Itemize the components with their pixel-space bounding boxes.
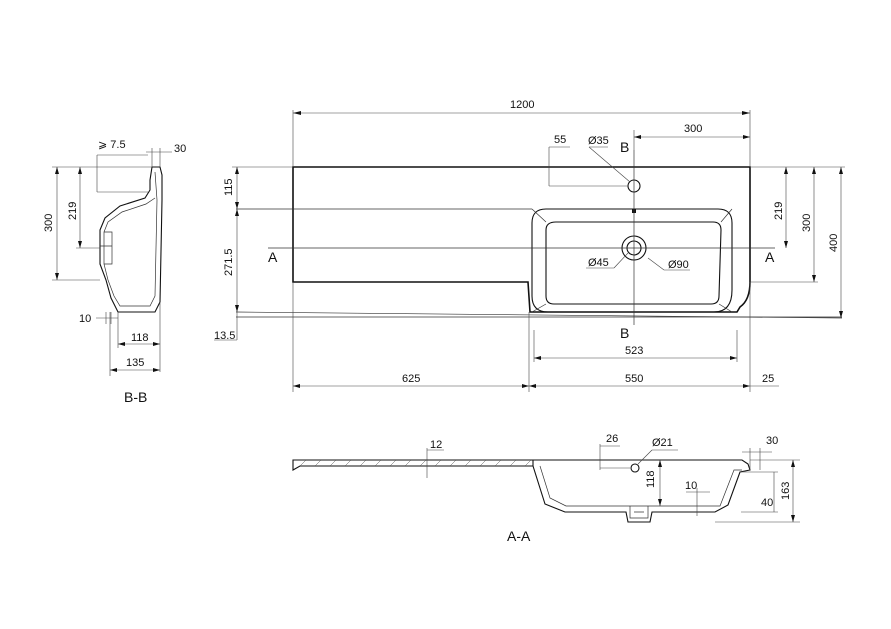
aa-hatch [299, 459, 532, 467]
aa-title: A-A [507, 528, 531, 544]
bb-dim-10: 10 [79, 313, 91, 325]
dim-right-vertical: 219 300 400 [750, 166, 845, 318]
bb-dim-30: 30 [174, 143, 186, 155]
svg-text:13.5: 13.5 [214, 330, 235, 342]
aa-dim-40: 40 [761, 497, 773, 509]
section-bb-view: 300 219 ⩾ 7.5 30 10 118 135 B-B [43, 139, 186, 405]
svg-text:55: 55 [554, 134, 566, 146]
svg-text:1200: 1200 [510, 99, 534, 111]
basin-bevel [531, 208, 733, 313]
svg-text:Ø90: Ø90 [668, 259, 689, 271]
bb-dim-219: 219 [67, 202, 79, 220]
aa-counter [292, 459, 534, 471]
dim-drain: Ø45 Ø90 [586, 252, 690, 271]
basin-inner [545, 221, 722, 305]
aa-drain [629, 506, 649, 519]
aa-basin-inner [539, 465, 742, 507]
section-aa-view: 12 26 Ø21 118 10 30 163 40 A-A [292, 433, 800, 544]
svg-text:625: 625 [402, 373, 420, 385]
svg-text:115: 115 [223, 178, 235, 196]
aa-dim-30: 30 [766, 435, 778, 447]
svg-text:300: 300 [684, 123, 702, 135]
bb-slope: ⩾ 7.5 [98, 139, 126, 151]
countertop-outline [292, 166, 751, 313]
aa-dim-21: Ø21 [652, 437, 673, 449]
section-b-top-label: B [620, 139, 629, 155]
bb-dim-118: 118 [131, 332, 149, 344]
section-a-right-label: A [765, 249, 775, 265]
bb-title: B-B [124, 389, 147, 405]
dim-300-tap: 300 [633, 123, 750, 150]
svg-text:Ø35: Ø35 [588, 135, 609, 147]
bb-profile-outer [99, 166, 163, 313]
svg-text:300: 300 [801, 214, 813, 232]
dim-left-vertical: 115 271.5 13.5 [214, 166, 293, 342]
dim-55: 55 [548, 134, 628, 187]
svg-text:25: 25 [762, 373, 774, 385]
dim-tap-hole: Ø35 [588, 135, 631, 183]
bb-dim-135: 135 [126, 357, 144, 369]
section-a-left-label: A [268, 249, 278, 265]
svg-text:523: 523 [625, 345, 643, 357]
aa-dim-10: 10 [685, 480, 697, 492]
aa-tap-hole [630, 463, 640, 473]
aa-dim-163: 163 [780, 482, 792, 500]
section-b-bottom-label: B [620, 325, 629, 341]
svg-text:219: 219 [773, 202, 785, 220]
bb-profile-inner [103, 171, 158, 307]
bb-drain-detail [100, 231, 113, 265]
aa-dim-118: 118 [645, 470, 657, 488]
svg-text:271.5: 271.5 [223, 248, 235, 276]
svg-text:550: 550 [625, 373, 643, 385]
dim-bottom-chain: 625 550 25 [292, 282, 779, 392]
svg-text:400: 400 [828, 234, 840, 252]
dim-523: 523 [533, 330, 738, 362]
plan-view: A A B B 1200 300 55 [214, 99, 845, 392]
aa-basin-outer [532, 459, 751, 523]
dim-1200: 1200 [292, 99, 751, 167]
basin-outer [531, 208, 733, 313]
aa-dim-12: 12 [430, 439, 442, 451]
aa-dim-26: 26 [606, 433, 618, 445]
bb-dim-300: 300 [43, 214, 55, 232]
svg-text:Ø45: Ø45 [588, 257, 609, 269]
